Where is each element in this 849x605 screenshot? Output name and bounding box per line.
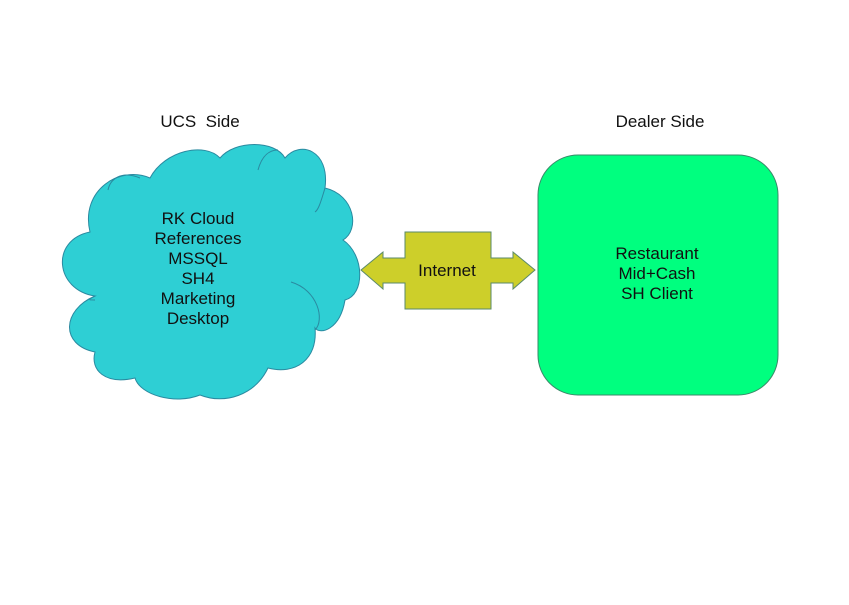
dealer-item-sh-client: SH Client — [621, 284, 693, 303]
dealer-box-shape — [537, 154, 779, 396]
internet-arrow-shape — [360, 231, 536, 310]
ucs-item-mssql: MSSQL — [168, 249, 228, 268]
dealer-item-mid-cash: Mid+Cash — [618, 264, 696, 283]
dealer-item-restaurant: Restaurant — [615, 244, 699, 263]
ucs-item-sh4: SH4 — [181, 269, 215, 288]
dealer-box-items: Restaurant Mid+Cash SH Client — [577, 244, 737, 304]
ucs-side-title: UCS Side — [160, 112, 240, 131]
ucs-item-references: References — [154, 229, 242, 248]
dealer-side-title: Dealer Side — [615, 112, 705, 131]
ucs-item-desktop: Desktop — [166, 309, 230, 328]
ucs-cloud-items: RK Cloud References MSSQL SH4 Marketing … — [118, 209, 278, 329]
ucs-item-marketing: Marketing — [160, 289, 236, 308]
internet-label: Internet — [418, 261, 476, 280]
ucs-cloud-shape — [62, 144, 361, 400]
ucs-item-rk-cloud: RK Cloud — [161, 209, 235, 228]
